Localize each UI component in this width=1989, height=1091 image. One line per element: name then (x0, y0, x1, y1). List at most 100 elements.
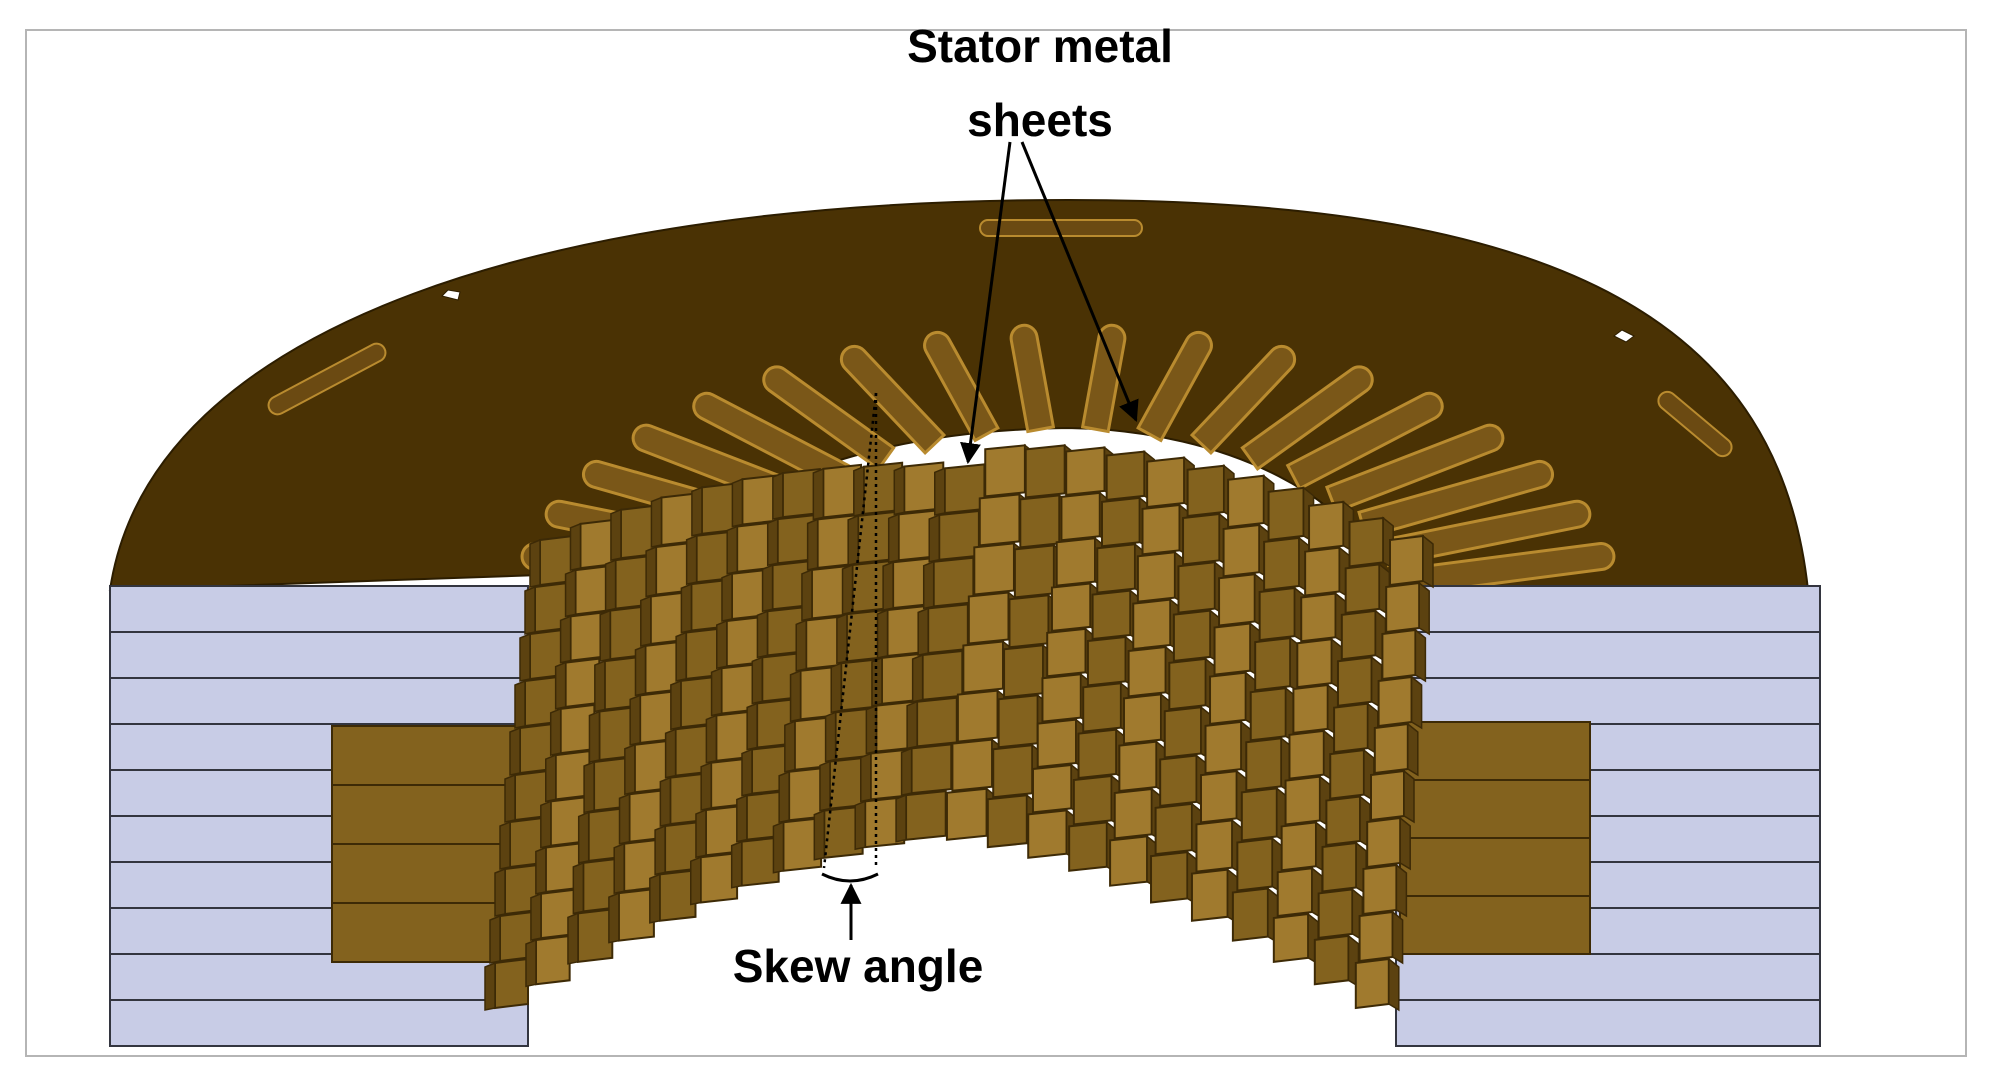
lamination-sheet (109, 631, 529, 679)
tooth-sheet (1168, 657, 1207, 711)
tooth-sheet (1249, 687, 1287, 742)
tooth-sheet (574, 564, 611, 616)
tooth-sheet (1060, 491, 1101, 542)
tooth-sheet (1050, 582, 1092, 633)
lamination-sheet (109, 585, 529, 633)
tooth-sheet-side (895, 793, 907, 843)
tooth-sheet-side (726, 525, 738, 575)
tooth-sheet (1046, 627, 1087, 678)
tooth-sheet (967, 591, 1010, 645)
tooth-sheet-side (654, 824, 666, 876)
tooth-sheet (494, 957, 529, 1010)
tooth-sheet-side (917, 607, 929, 656)
tooth-sheet-side (700, 761, 712, 811)
tooth-sheet-side (549, 707, 562, 756)
lamination-sheet (109, 999, 529, 1047)
tooth-sheet (1296, 638, 1333, 689)
tooth-sheet (1105, 450, 1146, 502)
tooth-sheet-side (1422, 534, 1434, 589)
tooth-sheet (1146, 456, 1186, 509)
tooth-sheet-side (847, 514, 859, 566)
tooth-sheet (1163, 706, 1203, 759)
tooth-sheet (1118, 740, 1158, 793)
tooth-sheet (1041, 673, 1082, 723)
tooth-sheet (1245, 737, 1283, 792)
tooth-sheet-side (922, 560, 935, 610)
tooth-sheet (1280, 821, 1317, 872)
tooth-sheet (1127, 645, 1167, 698)
tooth-sheet (1317, 888, 1354, 939)
tooth-sheet-side (583, 760, 595, 814)
tooth-sheet-side (489, 914, 501, 964)
stator-slot (1381, 499, 1592, 568)
lamination-stack-left (109, 585, 529, 1047)
stator-slot (1189, 344, 1297, 456)
tooth-sheet-side (716, 619, 728, 670)
tooth-sheet (978, 493, 1021, 547)
tooth-sheet (992, 744, 1034, 799)
tooth-sheet-side (731, 478, 744, 528)
tooth-sheet-side (906, 700, 918, 750)
tooth-sheet-side (567, 912, 579, 965)
stator-label-line1: Stator metal (907, 20, 1173, 72)
tooth-sheet (1113, 787, 1153, 840)
tooth-sheet (1272, 912, 1310, 963)
tooth-sheet-side (928, 513, 940, 563)
tooth-sheet-side (801, 568, 813, 622)
tooth-sheet-side (854, 800, 866, 851)
tooth-sheet (1292, 683, 1329, 734)
tooth-sheet (1300, 592, 1337, 643)
tooth-sheet-side (640, 595, 652, 647)
tooth-sheet (973, 542, 1015, 596)
tooth-sheet (1288, 729, 1325, 780)
tooth-sheet-side (812, 467, 825, 521)
tooth-sheet-side (680, 583, 693, 634)
tooth-sheet (1154, 802, 1193, 856)
tooth-sheet (938, 509, 980, 561)
tooth-sheet-side (577, 811, 590, 864)
tooth-sheet (1036, 718, 1078, 769)
tooth-sheet-side (690, 856, 702, 906)
tooth-sheet-side (756, 610, 769, 659)
tooth-sheet (1027, 809, 1068, 859)
tooth-sheet (984, 444, 1026, 498)
tooth-sheet (1218, 573, 1256, 627)
tooth-sheet (1377, 675, 1413, 728)
stator-slot (1080, 324, 1127, 434)
lamination-sheet (109, 677, 529, 725)
tooth-sheet (1086, 635, 1127, 687)
edge-notch-left (441, 289, 461, 301)
tooth-sheet-side (824, 711, 837, 763)
tooth-sheet (1231, 887, 1269, 942)
tooth-sheet (943, 463, 986, 515)
tooth-sheet (617, 888, 655, 942)
tooth-sheet-side (650, 496, 663, 548)
tooth-sheet-side (860, 752, 872, 803)
stator-slot (1397, 542, 1616, 598)
tooth-sheet (1227, 474, 1265, 529)
tooth-sheet (1304, 546, 1341, 597)
stator-teeth (484, 443, 1434, 1012)
tooth-sheet (1213, 622, 1252, 676)
tooth-sheet (1065, 446, 1106, 496)
tooth-sheet (1122, 693, 1162, 745)
tooth-sheet-side (806, 518, 819, 571)
tooth-sheet (1308, 500, 1345, 551)
tooth-sheet-side (1407, 722, 1419, 777)
tooth-sheet-side (1403, 769, 1415, 824)
lamination-sheet (1395, 631, 1821, 679)
tooth-sheet (1389, 534, 1424, 587)
tooth-sheet-side (853, 465, 865, 517)
skew-label: Skew angle (733, 940, 984, 992)
tooth-sheet (1141, 503, 1181, 556)
tooth-sheet-side (608, 892, 620, 944)
tooth-sheet-side (664, 728, 677, 779)
tooth-sheet-side (876, 608, 889, 659)
tooth-sheet-side (554, 661, 567, 710)
tooth-sheet-side (900, 747, 913, 797)
lamination-sheet (1395, 999, 1821, 1047)
skew-guide-lines (821, 392, 879, 883)
tooth-sheet (1284, 775, 1321, 826)
stator-slot (762, 365, 896, 472)
tooth-sheet-side (1399, 816, 1411, 871)
